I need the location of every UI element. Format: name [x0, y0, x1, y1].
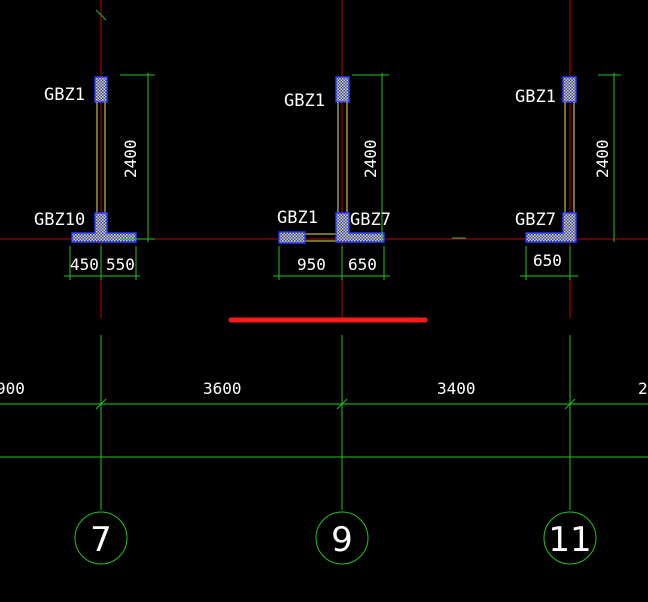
axis-label-7: 7: [90, 520, 112, 560]
span-dim-left: 900: [0, 379, 25, 398]
axis-bubble-9: [315, 511, 369, 565]
bottom-dim-7b: 550: [106, 255, 135, 274]
span-dim-7-9: 3600: [203, 379, 242, 398]
label-gbz10: GBZ10: [34, 210, 85, 230]
label-gbz7-9: GBZ7: [350, 210, 391, 230]
bottom-dim-9b: 650: [348, 255, 377, 274]
bottom-dim-7a: 450: [70, 255, 99, 274]
column-top-9: [336, 77, 349, 102]
label-gbz1-11: GBZ1: [515, 87, 556, 107]
span-dim-9-11: 3400: [437, 379, 476, 398]
wall-column-11: 2400 650 GBZ1 GBZ7: [515, 73, 621, 280]
height-dim-7: 2400: [121, 139, 140, 178]
label-gbz1-9-bottom: GBZ1: [277, 208, 318, 228]
height-dim-9: 2400: [361, 139, 380, 178]
axis-bubble-7: [74, 511, 128, 565]
span-dim-right: 2: [638, 379, 648, 398]
axis-label-9: 9: [331, 520, 353, 560]
label-gbz1-9: GBZ1: [284, 91, 325, 111]
height-dim-11: 2400: [593, 139, 612, 178]
label-gbz1-7: GBZ1: [44, 85, 85, 105]
dim-tick: [564, 398, 576, 410]
column-top-7: [95, 77, 107, 102]
wall-column-9: 2400 950 650 GBZ1 GBZ1 GBZ7: [273, 73, 391, 280]
label-gbz7-11: GBZ7: [515, 210, 556, 230]
dim-tick: [336, 398, 348, 410]
bottom-dim-11: 650: [533, 251, 562, 270]
wall-column-7: 2400 450 550 GBZ1 GBZ10: [34, 73, 155, 280]
bottom-dim-9a: 950: [297, 255, 326, 274]
axis-label-11: 11: [548, 520, 591, 560]
axis-bubble-11: [543, 511, 597, 565]
dim-tick: [95, 398, 107, 410]
column-top-11: [563, 77, 576, 102]
